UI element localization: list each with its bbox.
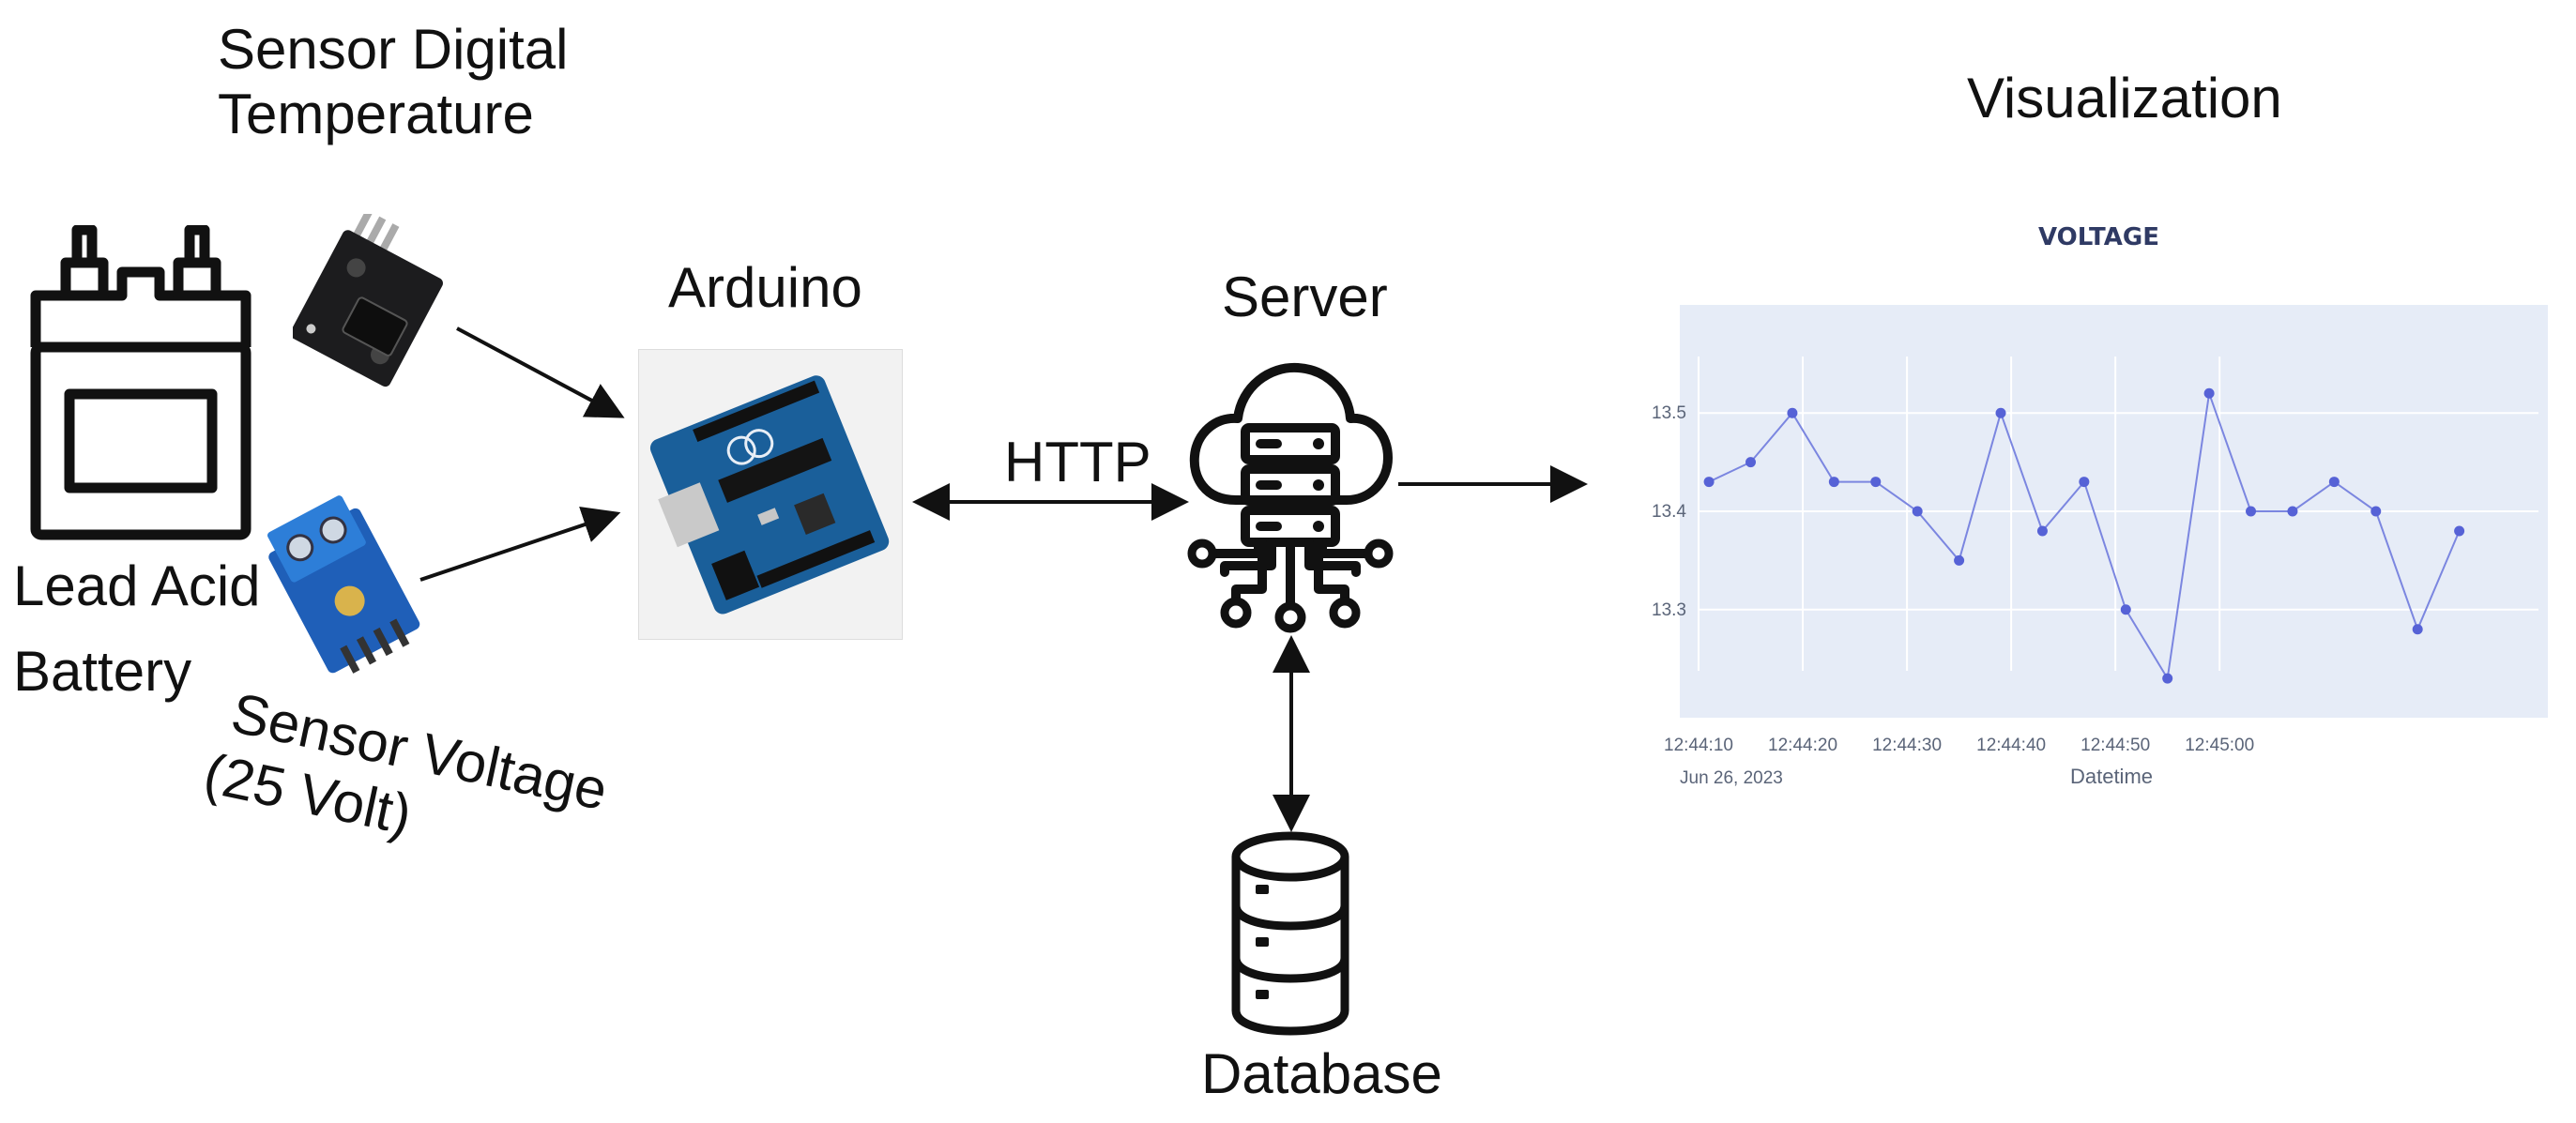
data-point [2120, 604, 2131, 615]
voltage-sensor-module-icon [267, 495, 420, 674]
y-tick-label: 13.4 [1652, 502, 1686, 522]
data-point [1703, 477, 1715, 488]
cloud-server-icon [1187, 362, 1394, 633]
data-point [2036, 525, 2048, 537]
http-label: HTTP [1004, 431, 1151, 493]
arrow-voltage-sensor-to-arduino [419, 506, 621, 582]
data-point [2246, 506, 2257, 517]
data-point [2328, 477, 2340, 488]
data-point [2079, 477, 2090, 488]
data-point [1912, 506, 1923, 517]
data-point [2287, 506, 2298, 517]
data-point [1828, 477, 1839, 488]
x-tick-label: 12:44:30 [1872, 736, 1942, 755]
voltage-line-chart: 13.3 13.4 13.5 12:44:10 12:44:20 12:44:30 12:… [1652, 305, 2548, 788]
data-point [1870, 477, 1882, 488]
arrow-temp-sensor-to-arduino [456, 326, 625, 418]
arduino-board-icon [638, 349, 903, 640]
data-point [2412, 624, 2423, 635]
data-point [2162, 673, 2173, 684]
data-point [2370, 506, 2382, 517]
visualization-label: Visualization [1967, 67, 2282, 129]
data-point [2454, 525, 2465, 537]
chart-title: VOLTAGE [2038, 223, 2159, 251]
y-tick-label: 13.3 [1652, 600, 1686, 620]
x-axis-label: Datetime [2070, 765, 2153, 788]
x-tick-label: 12:44:50 [2081, 736, 2150, 755]
x-tick-label: 12:44:40 [1976, 736, 2046, 755]
database-icon [1231, 831, 1349, 1036]
data-point [1787, 407, 1798, 418]
x-tick-label: 12:44:20 [1768, 736, 1837, 755]
database-label: Database [1201, 1042, 1442, 1105]
x-start-date-label: Jun 26, 2023 [1680, 768, 1783, 788]
server-label: Server [1222, 266, 1388, 328]
data-point [1745, 457, 1757, 468]
x-tick-label: 12:45:00 [2185, 736, 2254, 755]
arduino-label: Arduino [668, 256, 862, 319]
data-point [1954, 554, 1965, 566]
temperature-sensor-module-icon [293, 214, 443, 387]
lead-acid-battery-label: Lead Acid Battery [13, 554, 261, 703]
x-tick-label: 12:44:10 [1664, 736, 1733, 755]
battery-icon [30, 225, 252, 540]
sensor-digital-temperature-label: Sensor Digital Temperature [218, 18, 569, 145]
y-tick-label: 13.5 [1652, 403, 1686, 423]
data-point [1995, 407, 2006, 418]
data-point [2203, 387, 2215, 399]
